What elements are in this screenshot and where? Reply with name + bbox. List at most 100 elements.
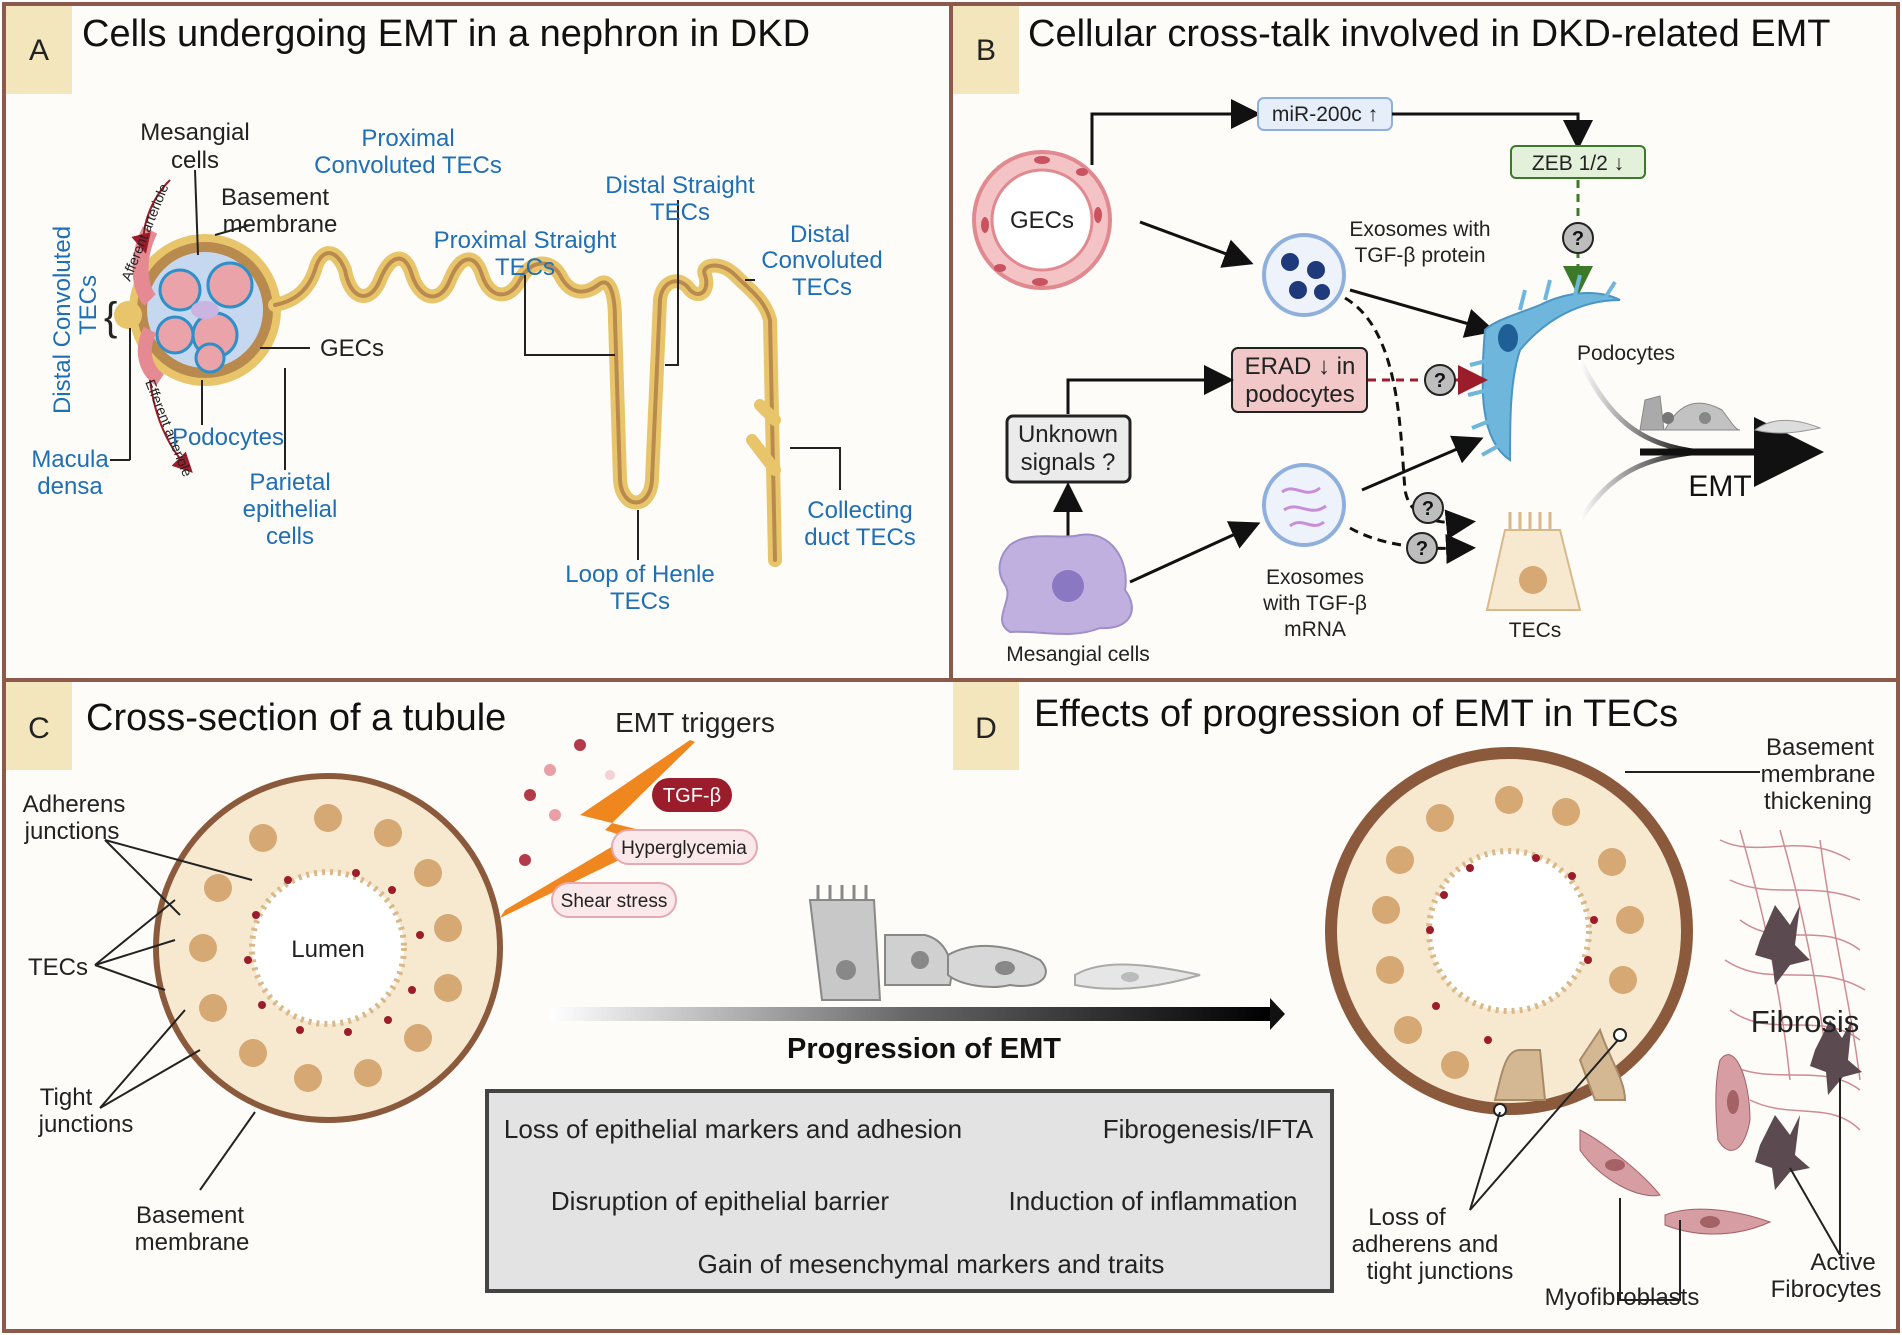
label-distal-convoluted-vertical-2: TECs xyxy=(75,275,102,335)
nephron-tubule-inner xyxy=(273,251,777,562)
question-badge-erad xyxy=(1424,364,1456,396)
arrow-exo-to-podocytes xyxy=(1349,288,1496,338)
label-mesangial-b: Mesangial cells xyxy=(1006,643,1150,666)
label-mesangial-cells-2: cells xyxy=(171,147,219,174)
label-loss-junctions-3: tight junctions xyxy=(1367,1258,1514,1285)
podocyte xyxy=(1467,274,1621,462)
gecs-vessel xyxy=(972,150,1112,290)
emt-cells-b xyxy=(1639,395,1822,434)
effect-inflammation: Induction of inflammation xyxy=(1008,1186,1297,1216)
label-podocytes-b: Podocytes xyxy=(1577,342,1675,365)
panel-b-letter-box xyxy=(953,6,1019,94)
zeb-label: ZEB 1/2 ↓ xyxy=(1532,152,1624,175)
trigger-hyperglycemia-pill xyxy=(611,829,758,865)
trigger-tgf-pill xyxy=(652,778,732,812)
exosome-protein xyxy=(1262,233,1346,317)
trigger-shear-pill xyxy=(551,882,677,918)
mir200c-label: miR-200c ↑ xyxy=(1272,103,1378,126)
label-distal-straight-2: TECs xyxy=(650,199,710,226)
label-exo-mrna-2: with TGF-β xyxy=(1262,592,1367,615)
tec-cell-b xyxy=(1485,512,1582,611)
label-macula-densa-2: densa xyxy=(37,473,103,500)
label-distal-convoluted-2: Convoluted xyxy=(761,247,882,274)
panel-b-title: Cellular cross-talk involved in DKD-rela… xyxy=(1028,13,1830,55)
trigger-hyperglycemia-label: Hyperglycemia xyxy=(621,838,747,859)
label-macula-densa: Macula xyxy=(31,446,109,473)
label-parietal: Parietal xyxy=(249,469,330,496)
trigger-particles xyxy=(519,739,615,866)
label-loss-junctions: Loss of xyxy=(1368,1204,1446,1231)
label-adherens-junctions-2: junctions xyxy=(24,818,120,845)
myofibroblasts xyxy=(1579,1054,1772,1235)
question-badge-zeb xyxy=(1562,222,1594,254)
lightning-bolt-icon xyxy=(500,740,695,918)
label-basement-membrane-c: Basement xyxy=(136,1202,244,1229)
label-podocytes: Podocytes xyxy=(172,424,284,451)
label-tight-junctions-2: junctions xyxy=(38,1111,134,1138)
label-distal-convoluted-vertical: Distal Convoluted xyxy=(49,226,76,414)
arrow-exo-mrna-to-podocytes xyxy=(1361,435,1484,492)
panel-c-letter: C xyxy=(28,712,50,745)
panel-a-letter-box xyxy=(6,6,72,94)
label-proximal-convoluted: Proximal xyxy=(361,125,454,152)
arrow-exo-mrna-dashed xyxy=(1349,526,1476,564)
efferent-arteriole xyxy=(149,379,193,473)
question-icon-tec-2: ? xyxy=(1416,538,1428,560)
question-icon-erad: ? xyxy=(1434,370,1446,392)
panel-a-letter: A xyxy=(29,34,49,67)
label-distal-convoluted-3: TECs xyxy=(792,274,852,301)
afferent-arteriole xyxy=(131,179,171,254)
question-icon-tec-1: ? xyxy=(1422,498,1434,520)
mesangial-nucleus xyxy=(1052,570,1084,602)
label-loss-junctions-2: adherens and xyxy=(1352,1231,1499,1258)
progression-cells xyxy=(808,885,1201,1001)
collecting-duct-branch xyxy=(746,399,781,476)
progression-arrow xyxy=(550,1007,1270,1021)
panel-a-leaders xyxy=(110,169,841,560)
label-basement-membrane: Basement xyxy=(221,184,329,211)
panel-a: A Cells undergoing EMT in a nephron in D… xyxy=(6,6,916,615)
panel-b-letter: B xyxy=(976,34,996,67)
arrow-mir-to-zeb xyxy=(1392,112,1593,150)
trigger-tgf-label: TGF-β xyxy=(663,785,721,807)
progression-arrow-head xyxy=(1270,998,1285,1030)
label-proximal-convoluted-2: Convoluted TECs xyxy=(314,152,502,179)
label-lumen: Lumen xyxy=(291,936,364,963)
unknown-signals-label-2: signals ? xyxy=(1021,449,1116,476)
label-gecs-b: GECs xyxy=(1010,207,1074,234)
tubule-cross-section-d xyxy=(1325,747,1693,1117)
label-progression: Progression of EMT xyxy=(787,1033,1061,1065)
panel-b: B Cellular cross-talk involved in DKD-re… xyxy=(953,6,1830,666)
effect-gain: Gain of mesenchymal markers and traits xyxy=(698,1249,1165,1279)
label-emt-b: EMT xyxy=(1688,470,1751,503)
zeb-box xyxy=(1510,145,1646,179)
effects-box xyxy=(485,1089,1334,1293)
panel-d: D Effects of progression of EMT in TECs … xyxy=(485,682,1881,1311)
unknown-signals-label: Unknown xyxy=(1018,421,1118,448)
panel-d-letter-box xyxy=(953,682,1019,770)
label-distal-convoluted: Distal xyxy=(790,221,850,248)
label-exo-protein: Exosomes with xyxy=(1349,218,1490,241)
erad-label-2: podocytes xyxy=(1245,381,1354,408)
label-emt-triggers: EMT triggers xyxy=(615,707,775,738)
question-badge-tec-2 xyxy=(1406,532,1438,564)
label-proximal-straight-2: TECs xyxy=(495,254,555,281)
label-adherens-junctions: Adherens xyxy=(23,791,126,818)
trigger-shear-label: Shear stress xyxy=(561,891,668,912)
exosome-mrna xyxy=(1262,463,1346,547)
label-exo-mrna: Exosomes xyxy=(1266,566,1364,589)
panel-d-letter: D xyxy=(975,712,997,745)
label-myofibroblasts: Myofibroblasts xyxy=(1545,1284,1700,1311)
label-basement-thickening-3: thickening xyxy=(1764,788,1872,815)
label-collecting-duct: Collecting xyxy=(807,497,912,524)
label-tight-junctions: Tight xyxy=(40,1084,93,1111)
glomerulus xyxy=(114,226,281,386)
label-loop-of-henle: Loop of Henle xyxy=(565,561,714,588)
label-parietal-3: cells xyxy=(266,523,314,550)
arrow-gecs-to-exosomes xyxy=(1139,220,1254,268)
effect-loss-markers: Loss of epithelial markers and adhesion xyxy=(504,1114,962,1144)
label-basement-thickening: Basement xyxy=(1766,734,1874,761)
label-loop-of-henle-2: TECs xyxy=(610,588,670,615)
panel-a-title: Cells undergoing EMT in a nephron in DKD xyxy=(82,13,810,55)
